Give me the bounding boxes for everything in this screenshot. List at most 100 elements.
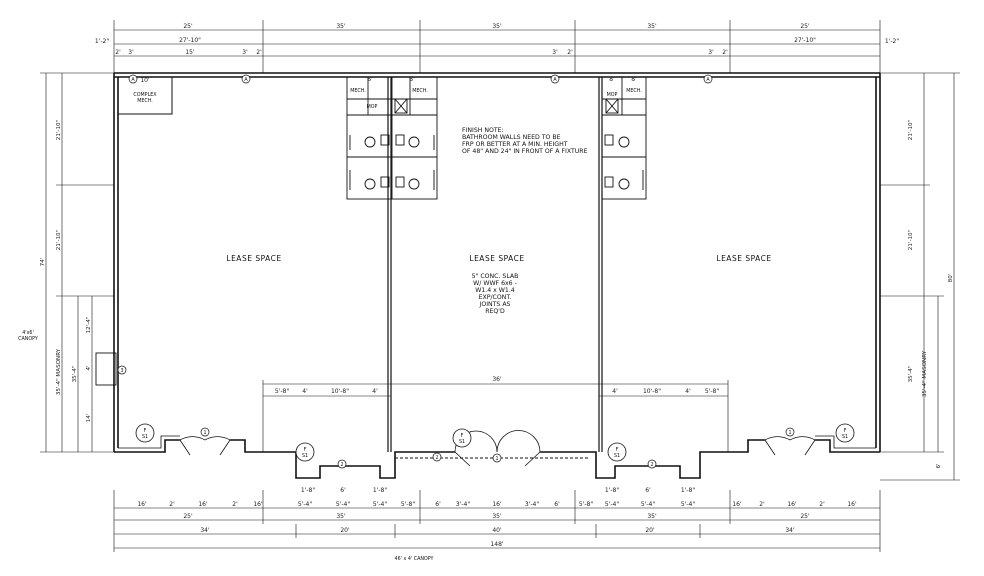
bottom-dim-12: 16' bbox=[492, 501, 502, 508]
canopies bbox=[95, 352, 590, 459]
top-dim-35-b: 35' bbox=[492, 23, 502, 30]
mid-dim-left-1: 5'-8" bbox=[275, 388, 289, 395]
right-dim-35-4: 35'-4" bbox=[908, 365, 914, 382]
slab-note-line-2: W/ WWF 6x6 - bbox=[473, 280, 517, 287]
finish-note-line-1: FINISH NOTE: bbox=[462, 127, 504, 134]
side-canopy-label-2: CANOPY bbox=[18, 336, 38, 342]
door2-tag-left: 2 bbox=[340, 462, 343, 468]
slab-note-line-5: JOINTS AS bbox=[479, 301, 511, 308]
door-tag-left: 1 bbox=[203, 430, 206, 436]
bottom-dim-14: 6' bbox=[554, 501, 560, 508]
section-tags bbox=[135, 423, 855, 462]
slab-note-line-1: 5" CONC. SLAB bbox=[472, 273, 519, 280]
mid-dim-right-2: 10'-8" bbox=[643, 388, 661, 395]
slab-note-line-3: W1.4 x W1.4 bbox=[475, 287, 515, 294]
mid-dim-right-1: 4' bbox=[612, 388, 618, 395]
complex-mech-label-1: COMPLEX bbox=[133, 92, 157, 98]
building-outline bbox=[113, 72, 881, 479]
section-tag-1-bottom: S1 bbox=[142, 434, 148, 440]
mech-width-4: 8' bbox=[631, 76, 637, 83]
top-dim-2-b: 2' bbox=[256, 49, 262, 56]
bottom-row2-1: 25' bbox=[183, 513, 193, 520]
mid-dim-left-2: 4' bbox=[302, 388, 308, 395]
bottom-small-5: 6' bbox=[645, 487, 651, 494]
section-tag-3-bottom: S1 bbox=[459, 439, 465, 445]
top-dim-3-a: 3' bbox=[128, 49, 134, 56]
mid-dimension-lines bbox=[262, 380, 729, 452]
left-dim-74: 74' bbox=[40, 258, 46, 267]
bottom-dim-11: 3'-4" bbox=[456, 501, 470, 508]
right-dim-masonry: 35'-4" MASONRY bbox=[922, 350, 928, 397]
bottom-row3-5: 34' bbox=[785, 527, 795, 534]
top-dim-27-10-right: 27'-10" bbox=[794, 37, 816, 44]
top-dim-25-right: 25' bbox=[800, 23, 810, 30]
complex-mech-label-2: MECH. bbox=[137, 98, 153, 104]
finish-note-line-2: BATHROOM WALLS NEED TO BE bbox=[462, 134, 561, 141]
bottom-small-6: 1'-8" bbox=[681, 487, 695, 494]
mid-dim-left-4: 4' bbox=[372, 388, 378, 395]
bottom-dim-16: 5'-4" bbox=[605, 501, 619, 508]
door2-tag-right: 2 bbox=[650, 462, 653, 468]
section-tag-2-top: F bbox=[304, 447, 307, 453]
bottom-dim-3: 16' bbox=[198, 501, 208, 508]
left-dim-14: 14' bbox=[86, 414, 92, 423]
section-tag-3-top: F bbox=[461, 433, 464, 439]
bottom-small-3: 1'-8" bbox=[373, 487, 387, 494]
complex-mech-room bbox=[117, 76, 173, 115]
left-dimension-lines bbox=[40, 72, 114, 453]
bottom-dim-21: 16' bbox=[787, 501, 797, 508]
left-dim-4: 4' bbox=[86, 365, 92, 370]
lease-space-right-label: LEASE SPACE bbox=[716, 254, 771, 263]
mid-dim-right-4: 5'-8" bbox=[705, 388, 719, 395]
top-dimension-lines bbox=[113, 20, 881, 73]
section-tag-2-bottom: S1 bbox=[302, 453, 308, 459]
bottom-dim-19: 16' bbox=[732, 501, 742, 508]
side-canopy-label-1: 4'x6' bbox=[22, 330, 34, 336]
bottom-dim-17: 5'-4" bbox=[641, 501, 655, 508]
lease-space-left-label: LEASE SPACE bbox=[226, 254, 281, 263]
bottom-dim-20: 2' bbox=[759, 501, 765, 508]
top-dim-1-2-left: 1'-2" bbox=[95, 38, 109, 45]
section-tag-5-bottom: S1 bbox=[842, 434, 848, 440]
top-dim-2-a: 2' bbox=[115, 49, 121, 56]
column-tag-2: A bbox=[244, 77, 248, 83]
top-dim-35-c: 35' bbox=[647, 23, 657, 30]
section-tag-4-bottom: S1 bbox=[614, 453, 620, 459]
top-dim-2-d: 2' bbox=[722, 49, 728, 56]
bottom-row2-2: 35' bbox=[336, 513, 346, 520]
top-dim-3-b: 3' bbox=[242, 49, 248, 56]
top-dim-27-10-left: 27'-10" bbox=[179, 37, 201, 44]
right-dimension-lines bbox=[880, 72, 960, 481]
top-dim-10: 10' bbox=[140, 77, 150, 84]
lease-space-center-label: LEASE SPACE bbox=[469, 254, 524, 263]
mid-dim-right-3: 4' bbox=[685, 388, 691, 395]
top-dim-1-2-right: 1'-2" bbox=[885, 38, 899, 45]
bottom-dim-8: 5'-4" bbox=[373, 501, 387, 508]
bottom-dim-2: 2' bbox=[169, 501, 175, 508]
top-dim-25-left: 25' bbox=[183, 23, 193, 30]
door-tag-circles bbox=[117, 74, 795, 469]
left-dim-12-4: 12'-4" bbox=[86, 316, 92, 333]
bottom-row3-4: 20' bbox=[645, 527, 655, 534]
bottom-dim-18: 5'-4" bbox=[681, 501, 695, 508]
front-canopy-label: 46' x 4' CANOPY bbox=[395, 556, 434, 562]
bottom-row2-3: 35' bbox=[492, 513, 502, 520]
window-tag: 3 bbox=[120, 368, 123, 374]
left-dim-masonry: 35'-4" MASONRY bbox=[56, 348, 62, 395]
section-tag-1-top: F bbox=[144, 428, 147, 434]
top-dim-3-c: 3' bbox=[552, 49, 558, 56]
bottom-dimension-lines bbox=[113, 490, 881, 552]
door-tag-center: 1 bbox=[495, 456, 498, 462]
right-dim-80: 80' bbox=[948, 274, 954, 283]
right-dim-21-10-b: 21'-10" bbox=[908, 229, 914, 250]
mid-dim-left-3: 10'-8" bbox=[331, 388, 349, 395]
mech-label-center-right: MECH. bbox=[412, 88, 428, 94]
top-dim-2-c: 2' bbox=[567, 49, 573, 56]
bottom-row3-2: 20' bbox=[340, 527, 350, 534]
bottom-small-2: 6' bbox=[340, 487, 346, 494]
mech-width-2: 8' bbox=[409, 76, 415, 83]
column-tag-4: A bbox=[706, 77, 710, 83]
bottom-dim-10: 6' bbox=[435, 501, 441, 508]
demising-walls bbox=[387, 77, 603, 452]
section-tag-5-top: F bbox=[844, 428, 847, 434]
